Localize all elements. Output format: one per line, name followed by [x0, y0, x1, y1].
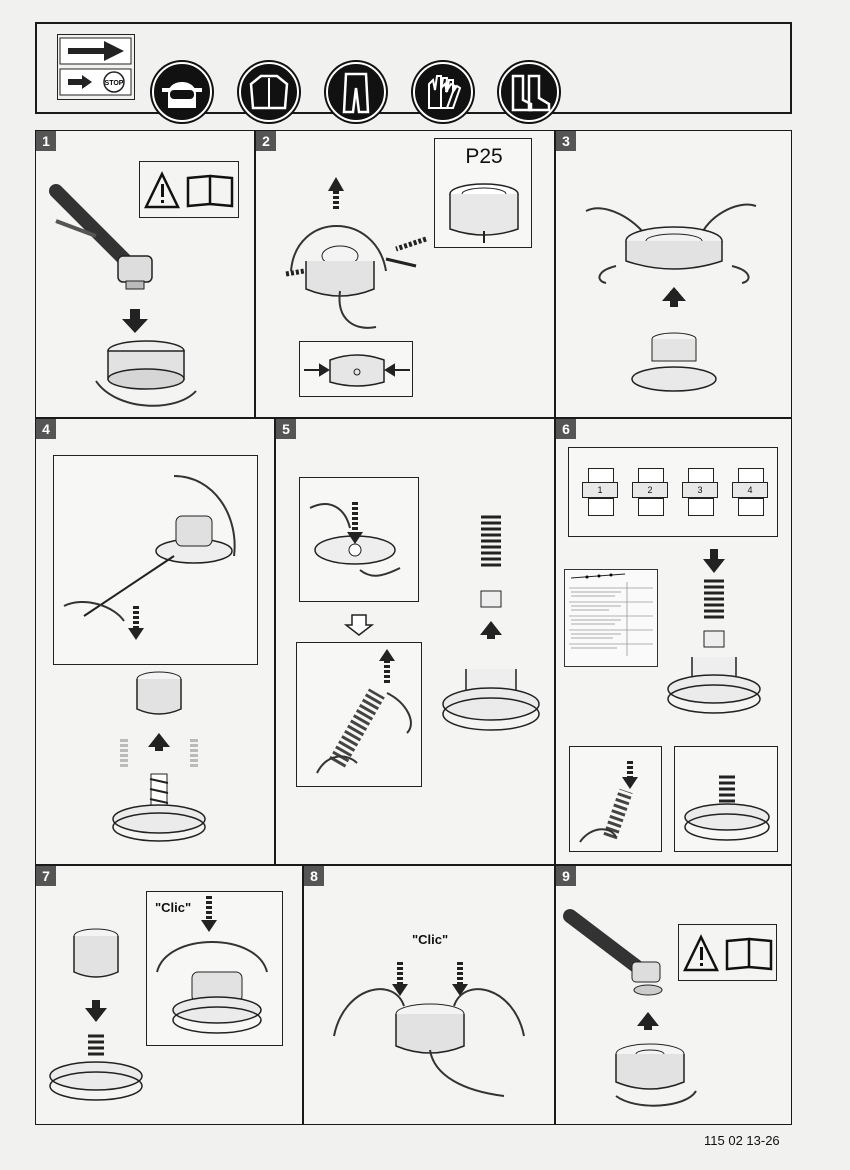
- trimmer-head-removal-illustration: [49, 184, 197, 407]
- step-3-panel: 3: [555, 130, 792, 418]
- part-number: 115 02 13-26: [704, 1133, 780, 1148]
- press-spool-inset: [299, 477, 419, 602]
- spacer-2: 2: [632, 468, 668, 518]
- step-1-panel: 1: [35, 130, 255, 418]
- step-number: 5: [276, 419, 296, 439]
- spacer-3: 3: [682, 468, 718, 518]
- step-5-panel: 5: [275, 418, 555, 865]
- trousers-icon: [324, 60, 388, 124]
- face-shield-icon: [150, 60, 214, 124]
- step-number: 4: [36, 419, 56, 439]
- install-spring-illustration: [667, 549, 761, 714]
- snap-halves-illustration: [333, 962, 525, 1097]
- refit-head-illustration: [563, 909, 697, 1107]
- warning-manual-icon: [678, 924, 777, 981]
- safety-header: STOP: [35, 22, 792, 124]
- down-outline-arrow: [344, 614, 374, 636]
- stop-text: STOP: [105, 80, 124, 87]
- disassemble-head-illustration: [285, 177, 427, 329]
- pull-spring-inset: [296, 642, 422, 787]
- compress-spring-inset: [569, 746, 662, 852]
- click-label: "Clic": [155, 900, 192, 915]
- spacer-table-document: [564, 569, 658, 667]
- p25-head-inset: P25: [434, 138, 532, 248]
- jacket-icon: [237, 60, 301, 124]
- step-number: 8: [304, 866, 324, 886]
- step-8-panel: 8 "Clic": [303, 865, 555, 1125]
- step-6-panel: 6 1 2 3 4: [555, 418, 792, 865]
- spring-seated-inset: [674, 746, 778, 852]
- step-number: 3: [556, 131, 576, 151]
- pry-spring-inset: [53, 455, 258, 665]
- warning-manual-icon: [139, 161, 239, 218]
- step-2-panel: 2 P25: [255, 130, 555, 418]
- spacer-4: 4: [732, 468, 768, 518]
- step-number: 2: [256, 131, 276, 151]
- spring-and-spacer-illustration: [442, 515, 540, 731]
- arrow-stop-icon: STOP: [57, 34, 135, 100]
- place-cover-illustration: [49, 928, 143, 1101]
- step-4-panel: 4: [35, 418, 275, 865]
- press-cover-inset: "Clic": [146, 891, 283, 1046]
- model-label: P25: [465, 145, 503, 168]
- step-number: 6: [556, 419, 576, 439]
- step-number: 1: [36, 131, 56, 151]
- spacer-selection-inset: 1 2 3 4: [568, 447, 778, 537]
- boots-icon: [497, 60, 561, 124]
- gloves-icon: [411, 60, 475, 124]
- spacer-1: 1: [582, 468, 618, 518]
- step-9-panel: 9: [555, 865, 792, 1125]
- remove-cover-illustration: [112, 671, 206, 842]
- step-number: 7: [36, 866, 56, 886]
- separate-head-illustration: [585, 203, 757, 392]
- press-tabs-inset: [299, 341, 413, 397]
- step-number: 9: [556, 866, 576, 886]
- click-label: "Clic": [412, 932, 449, 947]
- step-7-panel: 7 "Clic": [35, 865, 303, 1125]
